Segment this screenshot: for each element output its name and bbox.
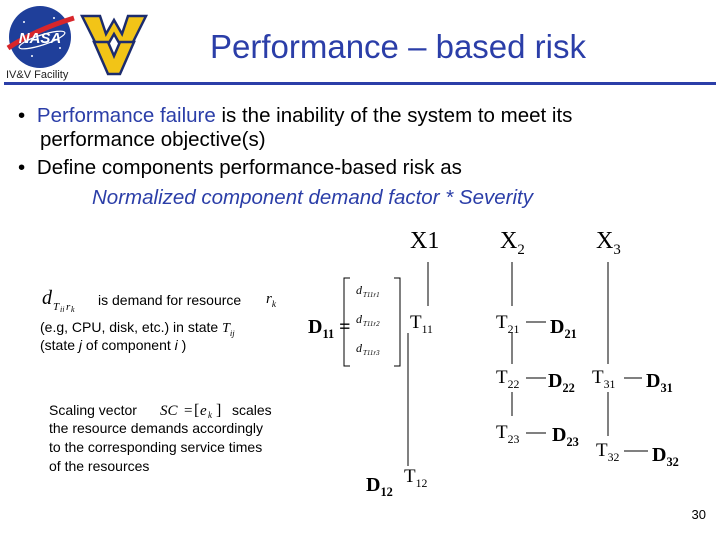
node-t23: T23	[496, 422, 520, 446]
risk-formula: Normalized component demand factor * Sev…	[92, 186, 533, 209]
svg-text:r: r	[66, 301, 71, 312]
column-x2: X2	[500, 228, 525, 258]
node-t31: T31	[592, 367, 616, 391]
svg-text:k: k	[208, 410, 213, 420]
bullet-1-text: is the inability of the system to meet i…	[215, 104, 573, 127]
node-t11: T11	[410, 312, 433, 336]
node-t32: T32	[596, 440, 620, 464]
column-x1: XX11	[410, 228, 440, 254]
scaling-note-line4: of the resources	[49, 458, 150, 474]
slide-title: Performance – based risk	[210, 28, 587, 65]
svg-text:d: d	[356, 283, 363, 297]
node-t12: T12	[404, 466, 428, 490]
label-d21: D21	[550, 316, 577, 341]
bullet-dot: •	[18, 156, 26, 179]
facility-label: IV&V Facility	[6, 69, 69, 81]
node-t22: T22	[496, 367, 520, 391]
state-symbol: Tij	[222, 321, 235, 338]
svg-text:T11r1: T11r1	[363, 291, 380, 299]
svg-text:[: [	[194, 402, 199, 419]
svg-text:T11r2: T11r2	[363, 320, 380, 328]
bullet-2-text: Define components performance-based risk…	[36, 156, 462, 179]
demand-note-line1: is demand for resource	[98, 292, 242, 308]
column-x3: X3	[596, 228, 621, 258]
bullet-2: • Define components performance-based ri…	[18, 156, 462, 180]
bullet-1-line2: performance objective(s)	[40, 128, 266, 151]
page-number: 30	[691, 507, 706, 522]
label-d32: D32	[652, 444, 679, 469]
svg-text:NASA: NASA	[19, 30, 62, 47]
svg-text:T11r3: T11r3	[363, 349, 380, 357]
svg-text:T: T	[53, 301, 60, 312]
label-d31: D31	[646, 370, 673, 395]
demand-symbol: d T ij r k	[42, 286, 98, 314]
nasa-logo: NASA	[4, 4, 76, 70]
scaling-note-line3: to the corresponding service times	[49, 439, 263, 455]
svg-text:d: d	[42, 287, 53, 309]
resource-symbol: rk	[266, 291, 276, 310]
bullet-1-term: Performance failure	[36, 104, 216, 127]
svg-text:e: e	[200, 403, 207, 419]
svg-text:ij: ij	[60, 305, 65, 312]
demand-note-line2-text: (e.g, CPU, disk, etc.) in state	[40, 319, 219, 335]
demand-note-line2: (e.g, CPU, disk, etc.) in state Tij	[40, 318, 235, 342]
label-d12: D12	[366, 474, 393, 499]
demand-note-line3: (state j of component i )	[40, 336, 186, 354]
svg-text:d: d	[356, 312, 363, 326]
scaling-vector-formula: SC = [ e k ]	[158, 399, 230, 421]
bullet-dot: •	[18, 104, 26, 127]
svg-text:=: =	[184, 403, 192, 419]
state-j: j	[78, 337, 83, 353]
label-d22: D22	[548, 370, 575, 395]
svg-text:d: d	[356, 341, 363, 355]
wvu-logo	[79, 12, 149, 78]
label-d23: D23	[552, 424, 579, 449]
title-divider	[4, 82, 716, 85]
node-t21: T21	[496, 312, 520, 336]
svg-text:k: k	[71, 305, 75, 312]
demand-note-line3-suffix: )	[177, 337, 187, 353]
bullet-1: • Performance failure is the inability o…	[18, 104, 572, 128]
scaling-note-line1: Scaling vector	[49, 401, 137, 419]
scaling-note-line1b: scales	[232, 402, 272, 418]
demand-note-line3-mid: of component	[82, 337, 175, 353]
scaling-note-line2: the resource demands accordingly	[49, 420, 264, 436]
svg-text:]: ]	[216, 402, 221, 419]
component-i: i	[174, 337, 178, 353]
svg-text:SC: SC	[160, 403, 179, 419]
scaling-note-label: Scaling vector	[49, 402, 137, 418]
label-d11: D11 =	[308, 316, 351, 341]
demand-note-line3-prefix: (state	[40, 337, 76, 353]
